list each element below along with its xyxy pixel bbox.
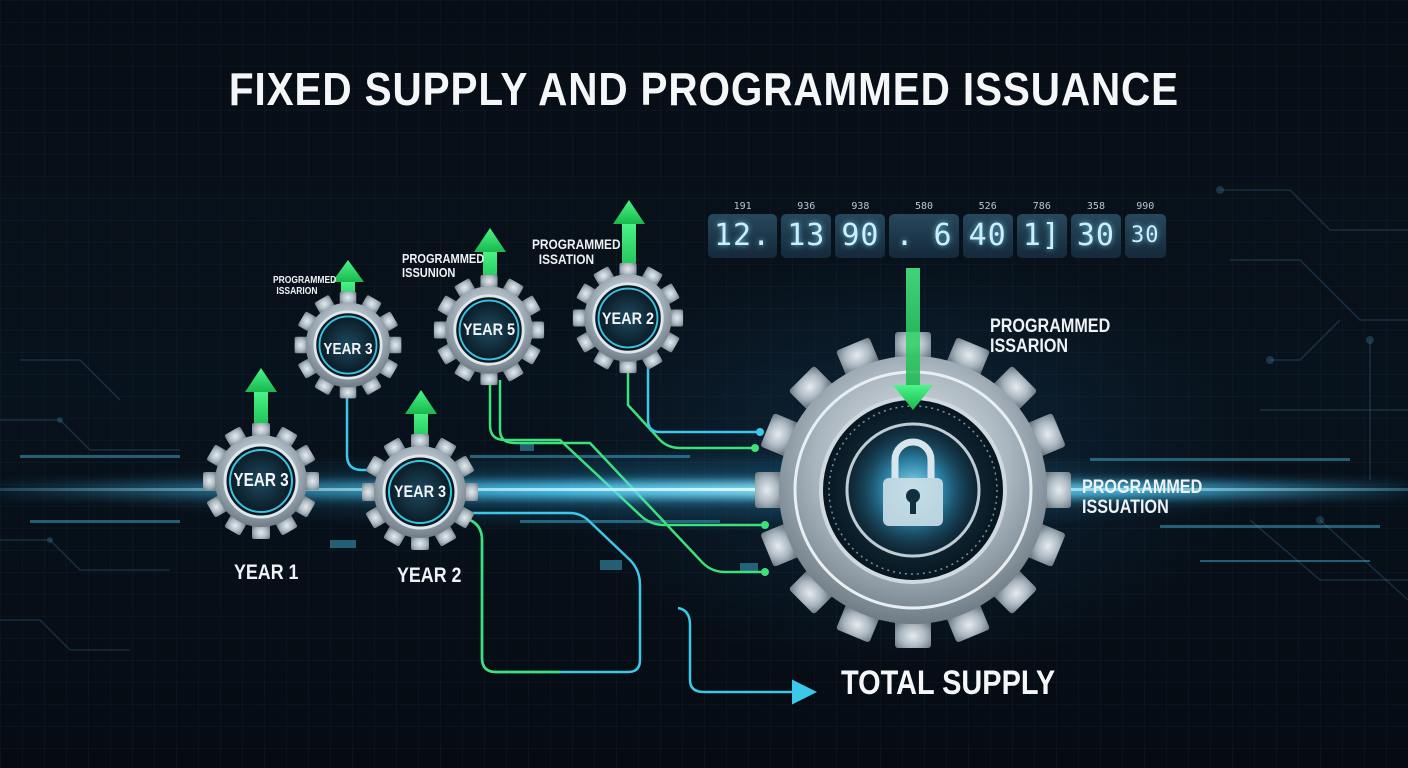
counter-cell-caption: 526	[978, 201, 997, 212]
counter-cell-caption: 936	[797, 201, 816, 212]
counter-cell: . 6	[889, 214, 959, 258]
counter-cell-caption: 191	[733, 201, 752, 212]
gear-a-label: YEAR 3	[233, 470, 289, 490]
counter-cell-caption: 990	[1136, 201, 1155, 212]
counter-cell: 12.	[708, 214, 778, 258]
gear-d-label: YEAR 5	[462, 320, 516, 339]
main-gear-top-label: PROGRAMMED ISSARION	[990, 317, 1110, 357]
main-gear	[755, 332, 1071, 648]
counter-cell: 30	[1070, 214, 1121, 258]
label-line: PROGRAMMED	[402, 251, 485, 266]
label-line: ISSATION	[538, 250, 595, 267]
supply-counter: 191 12. 936 13 938 90 580 . 6 526 40 786 1] 35…	[708, 200, 1166, 258]
lock-icon	[883, 438, 943, 526]
year-1-label: YEAR 1	[234, 561, 299, 584]
label-line: PROGRAMMED	[273, 275, 337, 286]
label-line: ISSARION	[990, 335, 1069, 357]
issuance-label-d: PROGRAMMED ISSUNION	[402, 252, 484, 279]
page-title: FIXED SUPPLY AND PROGRAMMED ISSUANCE	[228, 63, 1180, 115]
label-line: ISSUATION	[1082, 496, 1169, 518]
gear-e-label: YEAR 2	[601, 309, 655, 328]
label-line: PROGRAMMED	[990, 316, 1111, 337]
label-line: PROGRAMMED	[532, 236, 621, 252]
counter-cell: 40	[962, 214, 1013, 258]
counter-cell: 1]	[1016, 214, 1067, 258]
main-gear-right-label: PROGRAMMED ISSUATION	[1082, 478, 1202, 518]
counter-cell: 90	[835, 214, 886, 258]
counter-cell: 30	[1125, 214, 1166, 258]
total-supply-label: TOTAL SUPPLY	[841, 664, 1056, 702]
label-line: ISSARION	[276, 285, 318, 297]
gear-b-label: YEAR 3	[323, 341, 373, 358]
counter-cell: 13	[781, 214, 832, 258]
gear-c-label: YEAR 3	[393, 482, 447, 501]
arrow-down-icon	[893, 268, 933, 410]
label-line: PROGRAMMED	[1082, 477, 1203, 498]
issuance-label-e: PROGRAMMED ISSATION	[532, 237, 621, 266]
issuance-label-b: PROGRAMMED ISSARION	[273, 275, 337, 297]
light-beam-core	[0, 488, 1408, 491]
year-2-label: YEAR 2	[397, 564, 462, 587]
arrow-up-icon	[245, 368, 277, 432]
label-line: ISSUNION	[402, 264, 456, 280]
counter-cell-caption: 786	[1032, 201, 1051, 212]
counter-cell-caption: 358	[1086, 201, 1105, 212]
counter-cell-caption: 580	[915, 201, 934, 212]
counter-cell-caption: 938	[851, 201, 870, 212]
